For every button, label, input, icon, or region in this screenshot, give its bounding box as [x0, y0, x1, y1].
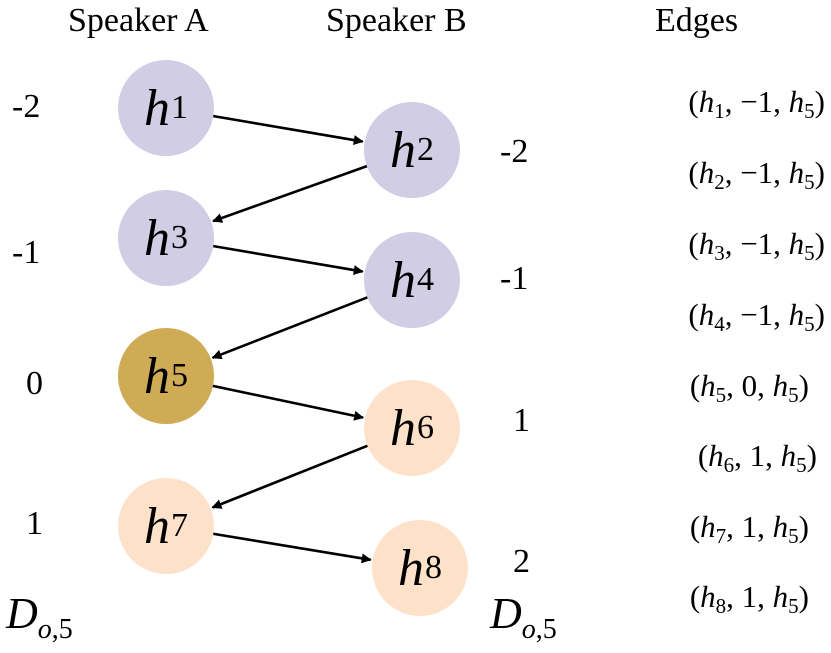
edge-src: 5 — [715, 383, 727, 407]
node-h4-sub: 4 — [417, 261, 434, 298]
distance-label-a-sub-rest: ,5 — [51, 614, 73, 645]
distance-label-b: Do,5 — [490, 588, 557, 646]
distance-label-b-sub: o,5 — [522, 614, 557, 645]
edge-row: (h7, 1, h5) — [689, 509, 809, 548]
node-h8-base: h — [398, 539, 424, 597]
header-speaker-a: Speaker A — [68, 2, 209, 39]
edge-src: 3 — [714, 241, 725, 265]
edge-row: (h8, 1, h5) — [689, 579, 809, 618]
distance-label-b-sub-var: o — [521, 614, 536, 645]
header-edges: Edges — [655, 2, 739, 39]
distance-label-b-base: D — [490, 589, 522, 638]
distance-a-h3: -1 — [12, 234, 41, 271]
node-h6-base: h — [390, 399, 416, 457]
distance-label-a: Do,5 — [6, 588, 73, 646]
edge-row: (h5, 0, h5) — [689, 368, 809, 407]
node-h5-base: h — [144, 347, 170, 405]
header-speaker-b: Speaker B — [326, 2, 467, 39]
distance-a-h5: 0 — [26, 365, 43, 402]
edge-src: 2 — [714, 170, 725, 194]
arrow-h3-h4 — [211, 244, 364, 275]
distance-b-h6: 1 — [513, 402, 530, 439]
distance-b-h4: -1 — [500, 260, 529, 297]
node-h2-sub: 2 — [417, 131, 434, 168]
edge-row: (h3, −1, h5) — [688, 226, 825, 265]
edge-rel: −1 — [740, 297, 774, 332]
edge-tgt: 5 — [788, 524, 799, 548]
arrow-h2-h3 — [212, 164, 370, 223]
node-h4-base: h — [390, 251, 416, 309]
node-h6-sub: 6 — [417, 409, 434, 446]
node-h7-base: h — [144, 497, 170, 555]
edge-tgt: 5 — [804, 99, 815, 123]
edge-row: (h6, 1, h5) — [697, 438, 817, 477]
arrow-h7-h8 — [211, 532, 372, 564]
distance-label-a-sub-var: o — [37, 614, 52, 645]
distance-label-a-base: D — [6, 589, 38, 638]
distance-label-a-sub: o,5 — [38, 614, 73, 645]
edge-rel: −1 — [740, 226, 774, 261]
node-h3-base: h — [144, 209, 170, 267]
edge-rel: −1 — [740, 155, 774, 190]
edge-rel: 1 — [749, 438, 766, 473]
node-h8-sub: 8 — [425, 549, 442, 586]
edge-src: 1 — [714, 99, 725, 123]
edge-src: 7 — [715, 524, 727, 548]
arrow-h4-h5 — [211, 295, 370, 360]
edge-tgt: 5 — [804, 170, 815, 194]
edge-src: 8 — [715, 594, 727, 618]
edge-rel: 1 — [741, 579, 758, 614]
node-h1-base: h — [144, 79, 170, 137]
edge-tgt: 5 — [796, 453, 807, 477]
edge-rel: 0 — [741, 368, 758, 403]
arrow-h1-h2 — [211, 114, 364, 145]
distance-a-h7: 1 — [26, 505, 43, 542]
edge-src: 6 — [723, 453, 735, 477]
arrow-h6-h7 — [211, 443, 370, 509]
edge-row: (h1, −1, h5) — [688, 84, 825, 123]
node-h2-base: h — [390, 121, 416, 179]
node-h3-sub: 3 — [171, 219, 188, 256]
edge-src: 4 — [714, 312, 725, 336]
distance-b-h8: 2 — [513, 543, 530, 580]
distance-a-h1: -2 — [12, 88, 41, 125]
arrow-h5-h6 — [210, 384, 365, 421]
edge-row: (h4, −1, h5) — [688, 297, 825, 336]
edge-rel: −1 — [740, 84, 774, 119]
edge-tgt: 5 — [788, 383, 799, 407]
node-h7-sub: 7 — [171, 507, 188, 544]
node-h1-sub: 1 — [171, 89, 188, 126]
edge-rel: 1 — [741, 509, 758, 544]
edge-tgt: 5 — [804, 312, 815, 336]
distance-b-h2: -2 — [500, 133, 529, 170]
edge-row: (h2, −1, h5) — [688, 155, 825, 194]
edge-tgt: 5 — [788, 594, 799, 618]
node-h5-sub: 5 — [171, 357, 188, 394]
distance-label-b-sub-rest: ,5 — [535, 614, 557, 645]
edge-tgt: 5 — [804, 241, 815, 265]
